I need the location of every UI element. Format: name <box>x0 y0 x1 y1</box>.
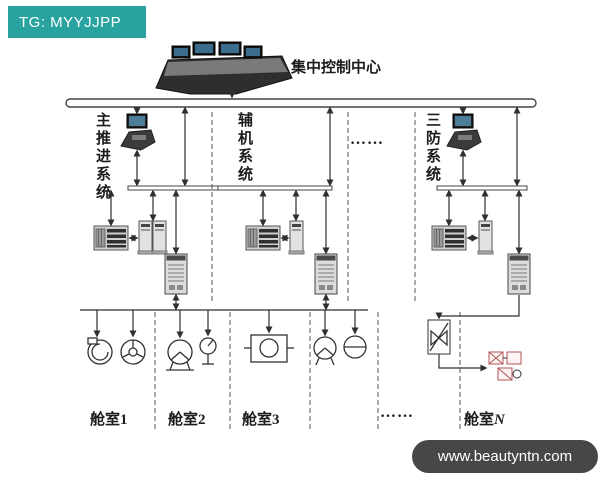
blower-icon <box>87 337 113 365</box>
sub-buses <box>127 185 528 191</box>
cabin-label-text: 舱室 <box>464 412 495 428</box>
tower-computer-icon <box>151 220 168 255</box>
motor-icon <box>244 334 294 363</box>
plc-controller-icon <box>314 253 338 295</box>
cabin-label-3: 舱室3 <box>242 408 280 429</box>
operator-workstation-icon <box>446 113 482 151</box>
section-label-defense: 三防系统 <box>424 112 440 184</box>
tower-computer-icon <box>137 220 154 255</box>
valve-icon <box>427 319 451 355</box>
ellipsis-more-cabins: …… <box>380 404 414 421</box>
pump-icon <box>166 339 194 371</box>
io-rack-icon <box>245 225 281 251</box>
fan-icon <box>120 339 146 365</box>
operator-workstation-icon <box>120 113 156 151</box>
tower-computer-icon <box>288 220 305 255</box>
cabin-label-number: N <box>494 412 505 428</box>
cabin-label-number: 2 <box>198 412 206 428</box>
subbus-propulsion <box>127 185 233 191</box>
subbus-defense <box>436 185 528 191</box>
cabin-label-text: 舱室 <box>242 412 273 428</box>
section-label-auxiliary: 辅机系统 <box>236 112 252 184</box>
io-rack-icon <box>93 225 129 251</box>
section-label-main-propulsion: 主推进系统 <box>94 112 110 202</box>
subbus-auxiliary <box>217 185 333 191</box>
hydraulic-unit-icon <box>488 351 522 381</box>
cabin-label-n: 舱室N <box>464 408 505 429</box>
gauge-icon <box>199 337 217 365</box>
partition-lines <box>154 112 461 430</box>
cabin-label-number: 1 <box>120 412 128 428</box>
pump2-icon <box>313 336 337 366</box>
watermark-bottom-badge: www.beautyntn.com <box>412 440 598 473</box>
plc-controller-icon <box>164 253 188 295</box>
tower-computer-icon <box>477 220 494 255</box>
io-rack-icon <box>431 225 467 251</box>
field-equipment <box>87 319 522 381</box>
ellipsis-more-systems: …… <box>350 131 384 148</box>
cabin-label-2: 舱室2 <box>168 408 206 429</box>
cabin-label-1: 舱室1 <box>90 408 128 429</box>
cabin-label-text: 舱室 <box>90 412 121 428</box>
control-center-label: 集中控制中心 <box>291 60 382 76</box>
watermark-top-badge: TG: MYYJJPP <box>8 6 146 38</box>
main-network-bus <box>65 98 537 108</box>
control-console-icon <box>155 41 293 95</box>
cabin-label-text: 舱室 <box>168 412 199 428</box>
connector-lines <box>80 83 523 372</box>
plc-controller-icon <box>507 253 531 295</box>
cabin-label-number: 3 <box>272 412 280 428</box>
flow-meter-icon <box>343 335 367 359</box>
